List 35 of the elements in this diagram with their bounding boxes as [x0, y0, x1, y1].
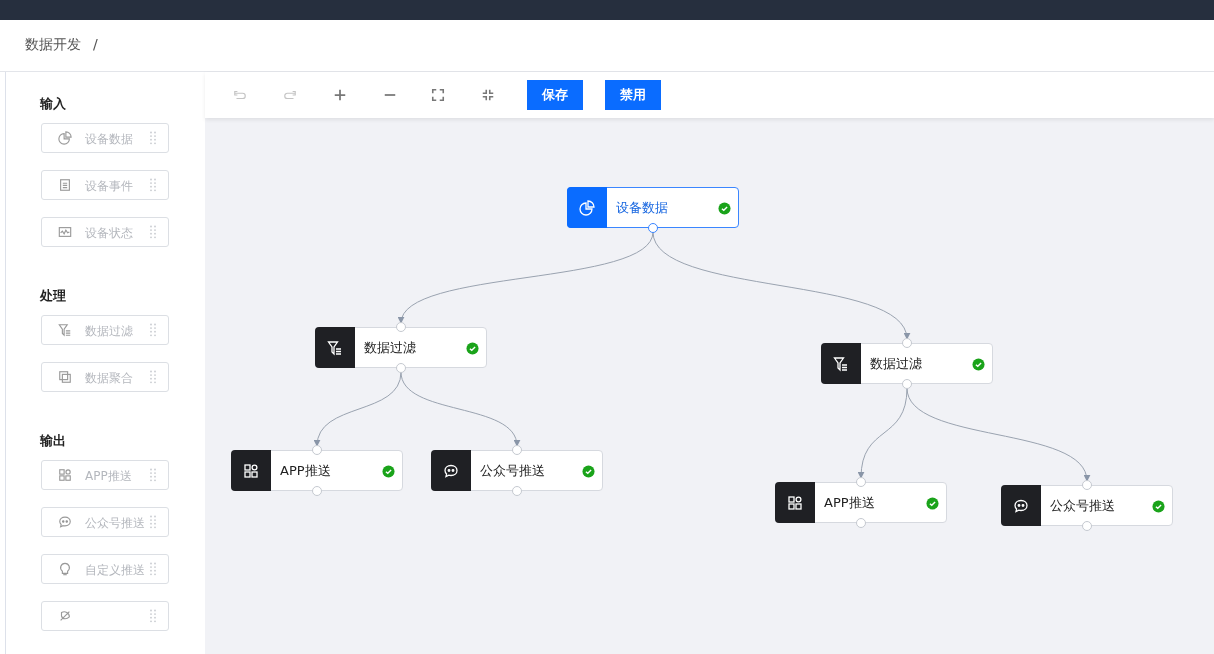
- action-button: 禁用: [605, 80, 661, 110]
- connector-arrow: [400, 231, 654, 324]
- connector-arrow: [858, 387, 908, 479]
- palette-item-label: 自定义推送: [85, 562, 145, 579]
- flow-node: [567, 187, 739, 228]
- palette-item-label: 数据过滤: [85, 323, 133, 340]
- flow-node: [775, 482, 947, 523]
- action-button: 保存: [527, 80, 583, 110]
- connector-arrow: [652, 231, 909, 340]
- palette-item-label: 数据聚合: [85, 370, 133, 387]
- connector-arrow: [906, 387, 1089, 482]
- node-label: 公众号推送: [480, 462, 545, 480]
- node-label: APP推送: [280, 462, 331, 480]
- palette-item-label: 设备状态: [85, 225, 133, 242]
- connector-arrow: [400, 371, 519, 447]
- breadcrumb-text: 数据开发: [25, 36, 81, 54]
- section-heading: 输出: [40, 432, 66, 450]
- breadcrumb-text: /: [93, 36, 98, 52]
- node-label: 公众号推送: [1050, 497, 1115, 515]
- section-heading: 处理: [40, 287, 66, 305]
- node-label: APP推送: [824, 494, 875, 512]
- flow-node: [231, 450, 403, 491]
- flow-node: [821, 343, 993, 384]
- flow-node: [315, 327, 487, 368]
- flow-node: [431, 450, 603, 491]
- node-label: 数据过滤: [364, 339, 416, 357]
- node-label: 数据过滤: [870, 355, 922, 373]
- palette-item-label: 公众号推送: [85, 515, 145, 532]
- flow-node: [1001, 485, 1173, 526]
- palette-item-label: 设备事件: [85, 178, 133, 195]
- palette-item-label: 设备数据: [85, 131, 133, 148]
- connector-arrow: [314, 371, 402, 447]
- palette-item-label: APP推送: [85, 468, 132, 485]
- section-heading: 输入: [40, 95, 66, 113]
- node-label: 设备数据: [616, 199, 668, 217]
